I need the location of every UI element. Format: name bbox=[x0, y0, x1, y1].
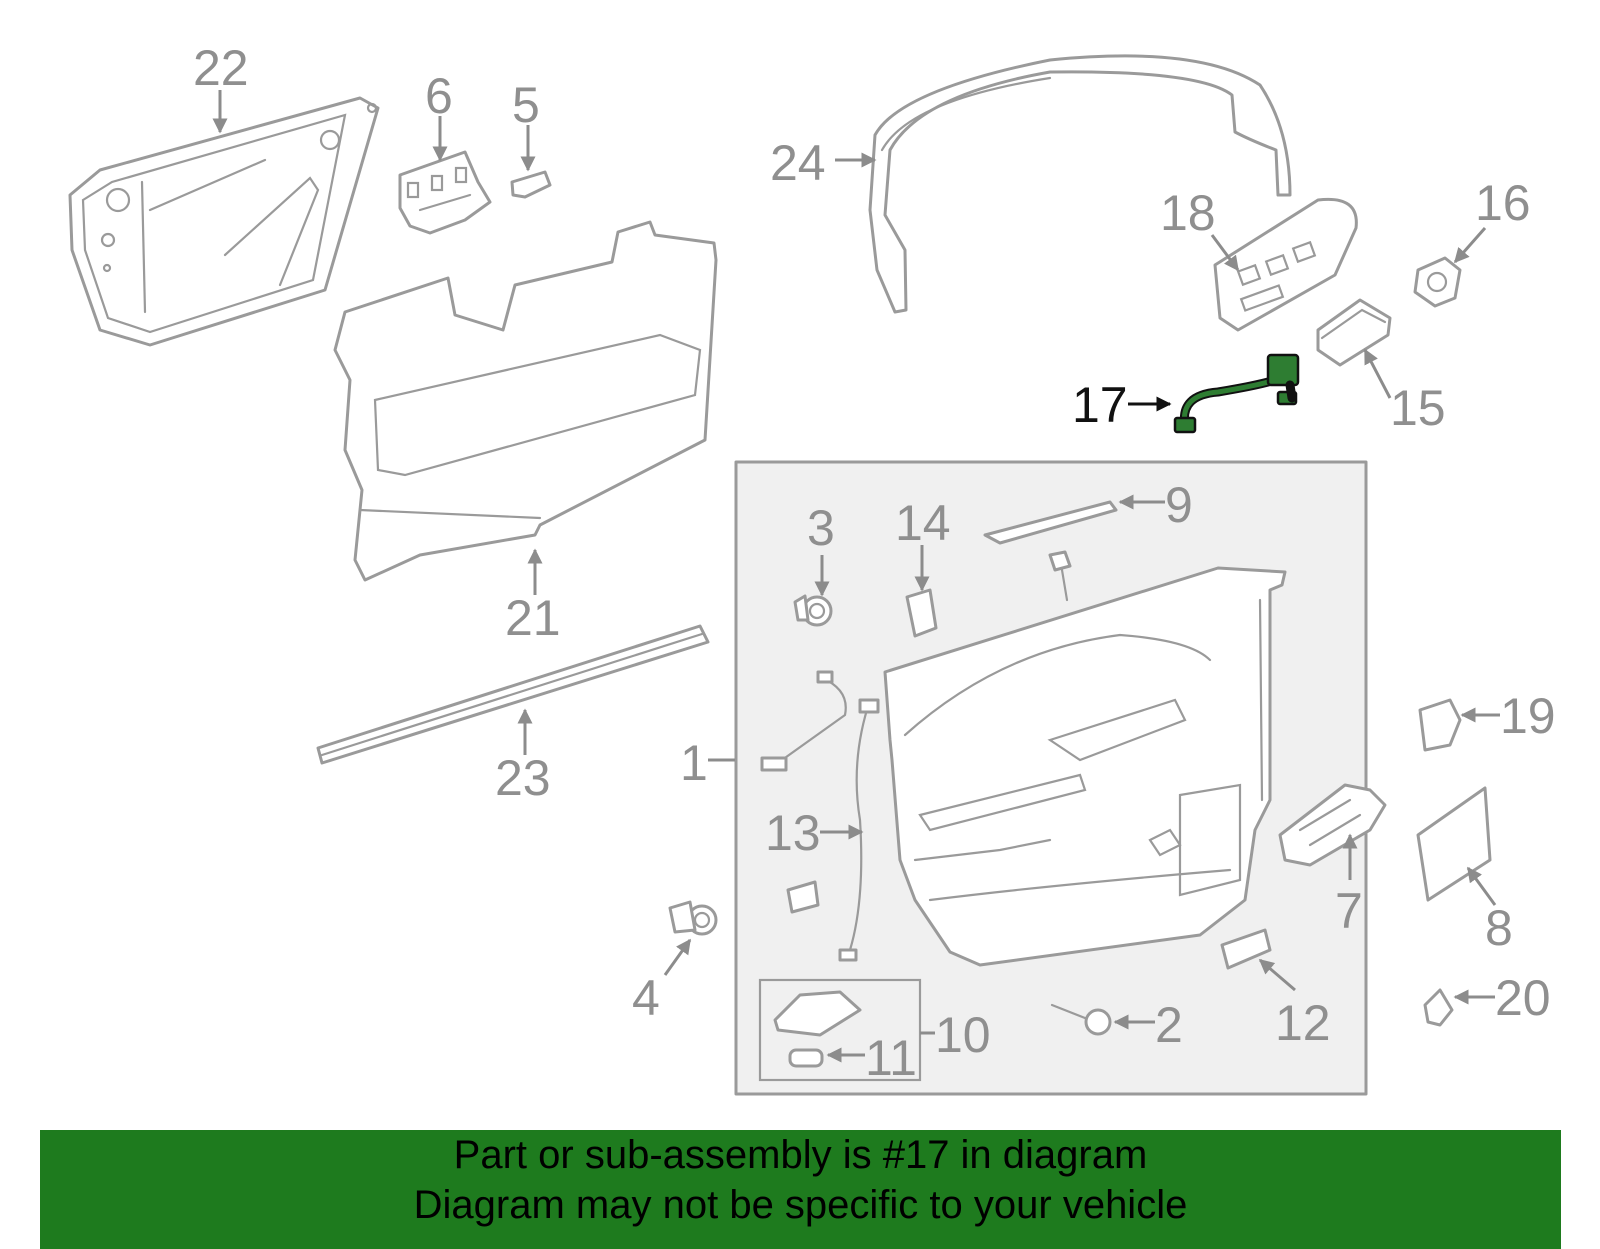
callout-22: 22 bbox=[193, 40, 249, 96]
part-22-panel bbox=[68, 96, 380, 347]
part-10-lamp bbox=[773, 990, 862, 1037]
part-18-window-switch bbox=[1213, 197, 1358, 332]
banner-line-1: Part or sub-assembly is #17 in diagram bbox=[453, 1133, 1148, 1177]
callout-12: 12 bbox=[1275, 995, 1331, 1051]
part-19-cap bbox=[1418, 698, 1462, 752]
part-9-trim bbox=[983, 500, 1118, 602]
callout-9: 9 bbox=[1165, 477, 1193, 533]
part-5-clip bbox=[510, 170, 552, 199]
part-14-retainer bbox=[905, 588, 938, 638]
part-20-clip bbox=[1423, 988, 1454, 1027]
part-4-plug bbox=[668, 900, 718, 936]
callout-18: 18 bbox=[1160, 185, 1216, 241]
part-12-switch bbox=[1220, 928, 1272, 970]
part-23-strip bbox=[316, 624, 710, 765]
part-13-harness bbox=[760, 670, 880, 962]
callout-11: 11 bbox=[865, 1030, 917, 1086]
inset-box bbox=[758, 978, 922, 1082]
callout-17: 17 bbox=[1072, 377, 1128, 433]
callout-23: 23 bbox=[495, 750, 551, 806]
part-16-connector bbox=[1413, 256, 1462, 308]
part-24-weatherstrip bbox=[868, 54, 1292, 314]
banner-line-2: Diagram may not be specific to your vehi… bbox=[413, 1183, 1188, 1227]
callout-3: 3 bbox=[807, 500, 835, 556]
callout-6: 6 bbox=[425, 68, 453, 124]
callout-5: 5 bbox=[512, 77, 540, 133]
callout-2: 2 bbox=[1155, 997, 1183, 1053]
callout-8: 8 bbox=[1485, 900, 1513, 956]
callout-21: 21 bbox=[505, 590, 561, 646]
callout-16: 16 bbox=[1475, 175, 1531, 231]
part-15-bezel bbox=[1316, 298, 1392, 367]
part-6-bracket bbox=[398, 150, 492, 235]
callout-24: 24 bbox=[770, 135, 826, 191]
callout-4: 4 bbox=[632, 970, 660, 1026]
part-21-deflector bbox=[333, 220, 718, 582]
callout-20: 20 bbox=[1495, 970, 1551, 1026]
part-1-door-trim-panel bbox=[883, 566, 1287, 967]
callout-13: 13 bbox=[765, 805, 821, 861]
part-17-harness-highlighted bbox=[1173, 353, 1300, 434]
callout-1: 1 bbox=[680, 735, 708, 791]
part-3-plug bbox=[793, 594, 833, 627]
part-8-panel bbox=[1416, 786, 1492, 902]
part-7-handle bbox=[1278, 783, 1387, 867]
callout-7: 7 bbox=[1335, 883, 1363, 939]
callout-10: 10 bbox=[935, 1007, 991, 1063]
callout-15: 15 bbox=[1390, 380, 1446, 436]
part-2-screw bbox=[1050, 1003, 1112, 1036]
part-11-bulb bbox=[788, 1048, 824, 1068]
info-banner: Part or sub-assembly is #17 in diagram D… bbox=[40, 1130, 1561, 1249]
callout-14: 14 bbox=[895, 495, 951, 551]
callout-19: 19 bbox=[1500, 688, 1556, 744]
